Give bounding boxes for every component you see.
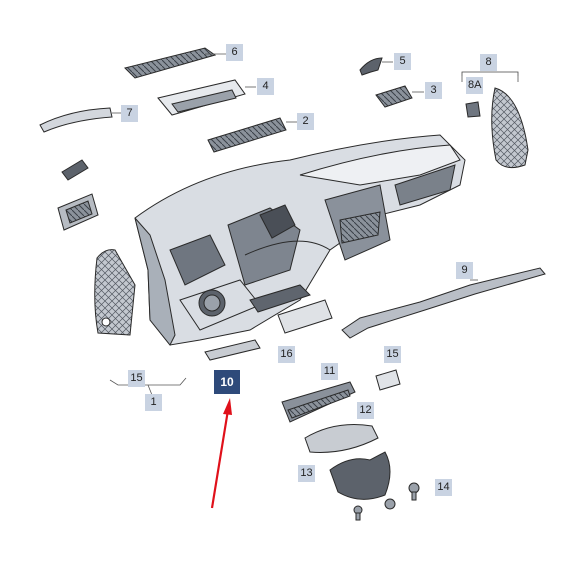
upper-vent-grille: [124, 47, 228, 79]
callout-8a[interactable]: 8A: [466, 77, 484, 94]
callout-13[interactable]: 13: [298, 465, 315, 482]
small-vent-insert: [359, 57, 393, 76]
callout-15-right[interactable]: 15: [384, 346, 401, 363]
callout-11[interactable]: 11: [321, 363, 338, 380]
right-air-vent: [375, 85, 424, 108]
callout-8[interactable]: 8: [480, 54, 497, 71]
callout-2[interactable]: 2: [297, 113, 314, 130]
callout-4[interactable]: 4: [257, 78, 274, 95]
lower-column-shroud: [329, 451, 391, 500]
left-trim-strip: [39, 107, 122, 133]
callout-15-left[interactable]: 15: [128, 370, 145, 387]
upper-column-shroud: [304, 424, 379, 453]
callout-14[interactable]: 14: [435, 479, 452, 496]
left-small-vent: [57, 159, 99, 231]
callout-1[interactable]: 1: [145, 394, 162, 411]
right-end-panel: [461, 71, 529, 169]
steering-column-bracket: [281, 381, 356, 423]
left-end-panel: [94, 249, 136, 336]
lower-cover-strip: [204, 339, 261, 361]
callout-7[interactable]: 7: [121, 105, 138, 122]
small-cap-piece: [375, 369, 401, 391]
right-long-trim: [341, 267, 546, 339]
callout-10-highlighted[interactable]: 10: [214, 370, 240, 394]
callout-leaders: [109, 76, 519, 396]
callout-12[interactable]: 12: [357, 402, 374, 419]
callout-6[interactable]: 6: [226, 44, 243, 61]
callout-9[interactable]: 9: [456, 262, 473, 279]
dashboard-assembly: [134, 134, 466, 346]
callout-16[interactable]: 16: [278, 346, 295, 363]
center-top-cover: [157, 79, 256, 116]
red-pointer-arrow: [210, 398, 232, 509]
fastener-screws: [353, 482, 420, 521]
center-air-vent: [207, 117, 297, 153]
lower-bracket-panel: [277, 299, 333, 334]
callout-5[interactable]: 5: [394, 53, 411, 70]
callout-3[interactable]: 3: [425, 82, 442, 99]
